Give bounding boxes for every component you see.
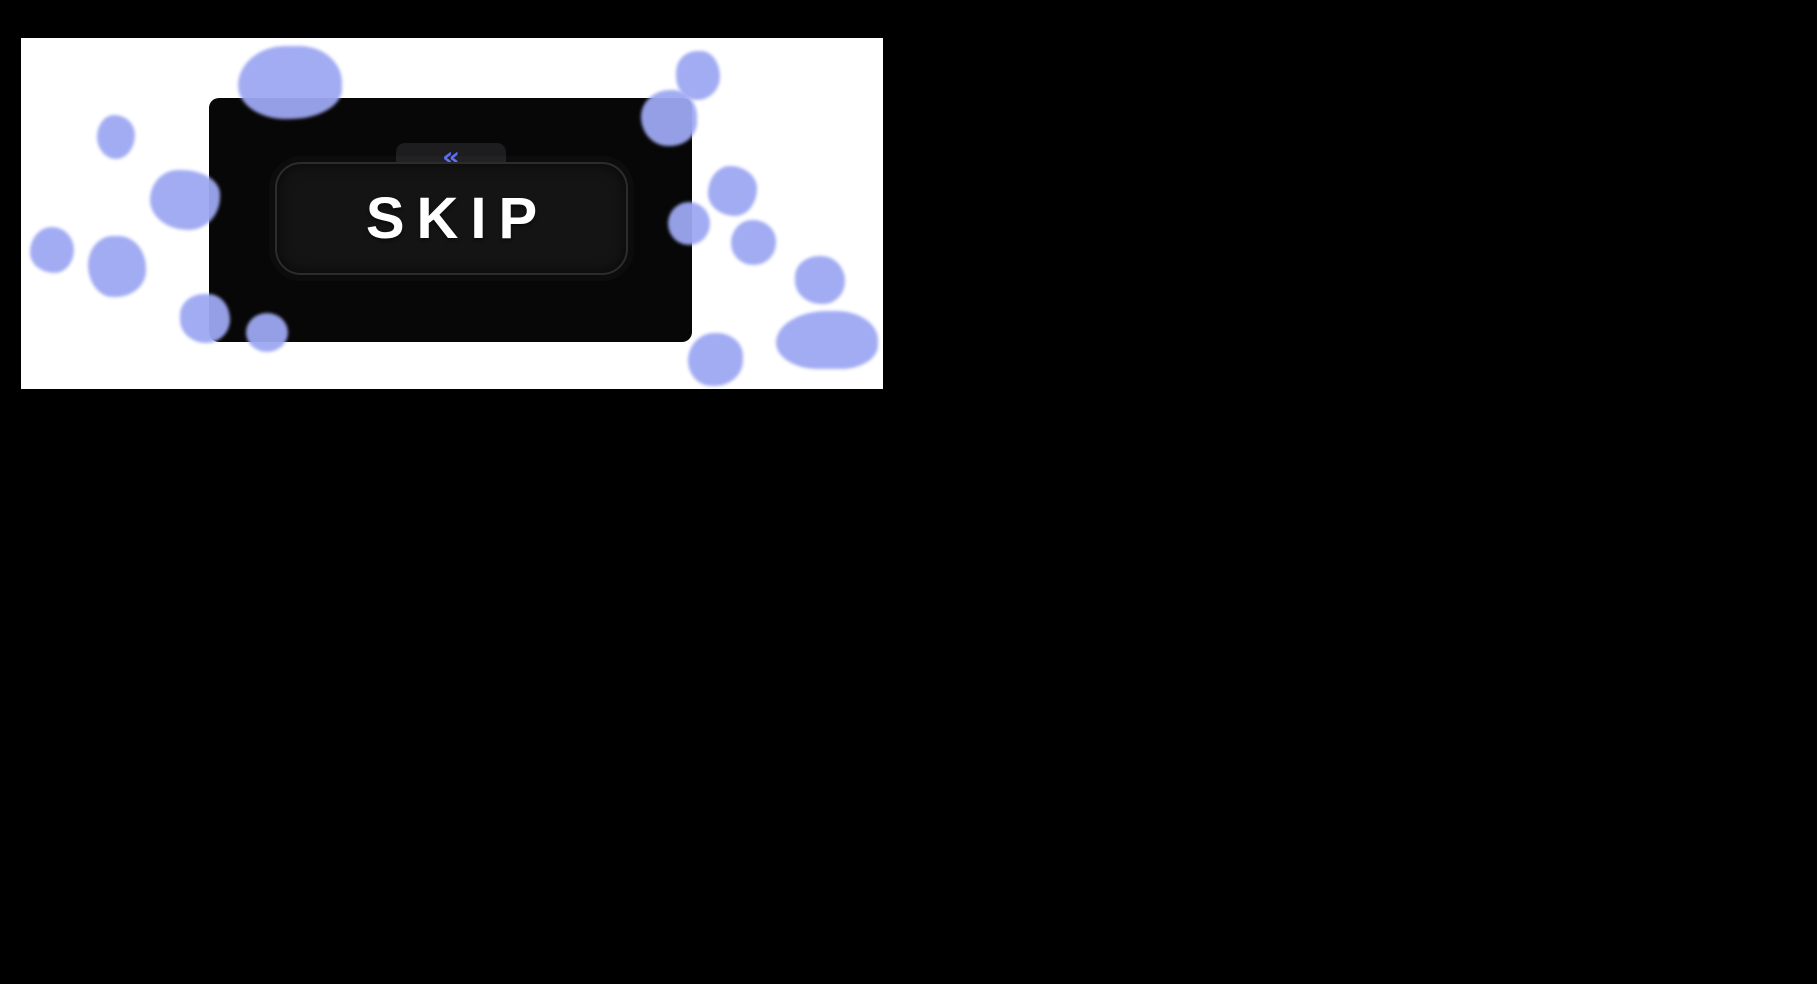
ink-blob <box>688 333 743 386</box>
ink-blob <box>731 220 776 265</box>
skip-button[interactable]: SKIP <box>275 162 628 275</box>
ad-stage: « SKIP <box>209 98 692 342</box>
game-panel: « SKIP <box>21 38 883 389</box>
ink-blob <box>88 236 146 297</box>
ink-blob <box>795 256 845 304</box>
ink-blob <box>30 227 74 273</box>
ink-blob <box>776 311 878 369</box>
ink-blob <box>676 51 720 100</box>
ink-blob <box>97 115 135 159</box>
skip-button-label: SKIP <box>365 185 550 251</box>
ink-blob <box>708 166 757 216</box>
